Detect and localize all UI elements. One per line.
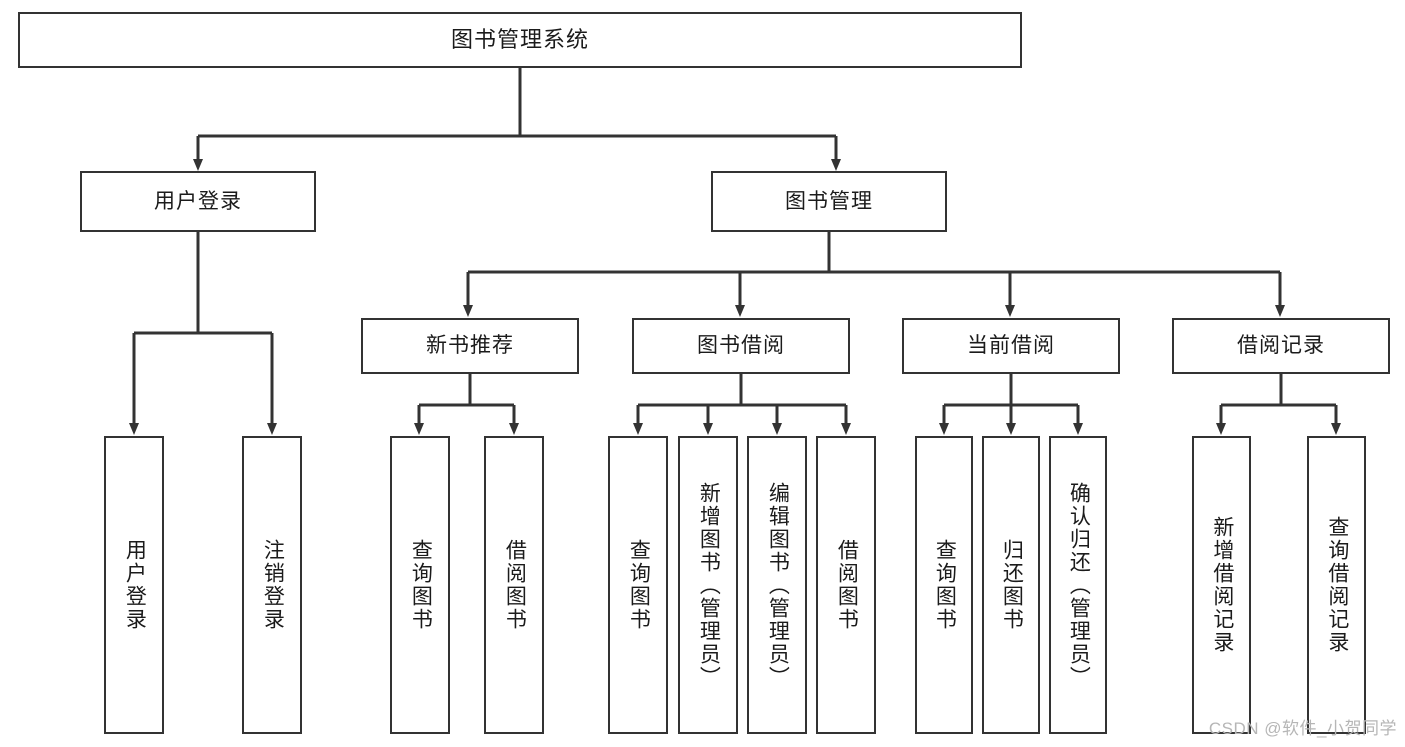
node-new-book-recommend-label: 新书推荐 — [426, 334, 514, 358]
node-leaf-query-book-1[interactable]: 查询图书 — [390, 436, 450, 734]
node-leaf-edit-book[interactable]: 编辑图书（管理员） — [747, 436, 807, 734]
node-leaf-user-login-label: 用户登录 — [123, 539, 147, 631]
node-leaf-query-book-1-label: 查询图书 — [409, 539, 433, 631]
node-leaf-confirm-return[interactable]: 确认归还（管理员） — [1049, 436, 1107, 734]
node-leaf-return-book[interactable]: 归还图书 — [982, 436, 1040, 734]
node-leaf-borrow-book-2-label: 借阅图书 — [835, 539, 859, 631]
node-leaf-query-book-3[interactable]: 查询图书 — [915, 436, 973, 734]
node-leaf-query-book-3-label: 查询图书 — [933, 539, 957, 631]
node-book-borrow[interactable]: 图书借阅 — [632, 318, 850, 374]
node-leaf-add-borrow-record[interactable]: 新增借阅记录 — [1192, 436, 1251, 734]
node-user-login-label: 用户登录 — [154, 189, 242, 213]
node-borrow-record[interactable]: 借阅记录 — [1172, 318, 1390, 374]
node-user-login[interactable]: 用户登录 — [80, 171, 316, 232]
node-leaf-edit-book-label: 编辑图书（管理员） — [766, 481, 790, 689]
node-leaf-logout[interactable]: 注销登录 — [242, 436, 302, 734]
node-new-book-recommend[interactable]: 新书推荐 — [361, 318, 579, 374]
node-leaf-borrow-book-1[interactable]: 借阅图书 — [484, 436, 544, 734]
node-leaf-query-borrow-record-label: 查询借阅记录 — [1325, 516, 1349, 654]
node-leaf-query-book-2[interactable]: 查询图书 — [608, 436, 668, 734]
node-leaf-query-borrow-record[interactable]: 查询借阅记录 — [1307, 436, 1366, 734]
node-leaf-return-book-label: 归还图书 — [1000, 539, 1024, 631]
node-borrow-record-label: 借阅记录 — [1237, 334, 1325, 358]
node-leaf-confirm-return-label: 确认归还（管理员） — [1067, 481, 1091, 689]
node-current-borrow[interactable]: 当前借阅 — [902, 318, 1120, 374]
node-root-system[interactable]: 图书管理系统 — [18, 12, 1022, 68]
node-book-manage-label: 图书管理 — [785, 189, 873, 213]
node-leaf-borrow-book-1-label: 借阅图书 — [503, 539, 527, 631]
node-leaf-add-borrow-record-label: 新增借阅记录 — [1210, 516, 1234, 654]
node-leaf-add-book[interactable]: 新增图书（管理员） — [678, 436, 738, 734]
node-leaf-logout-label: 注销登录 — [261, 539, 285, 631]
node-root-label: 图书管理系统 — [450, 26, 589, 52]
node-current-borrow-label: 当前借阅 — [967, 334, 1055, 358]
node-leaf-add-book-label: 新增图书（管理员） — [697, 481, 721, 689]
node-leaf-query-book-2-label: 查询图书 — [627, 539, 651, 631]
node-book-borrow-label: 图书借阅 — [697, 334, 785, 358]
node-leaf-borrow-book-2[interactable]: 借阅图书 — [816, 436, 876, 734]
watermark: CSDN @软件_小贺同学 — [1208, 719, 1397, 738]
node-leaf-user-login[interactable]: 用户登录 — [104, 436, 164, 734]
node-book-manage[interactable]: 图书管理 — [711, 171, 947, 232]
